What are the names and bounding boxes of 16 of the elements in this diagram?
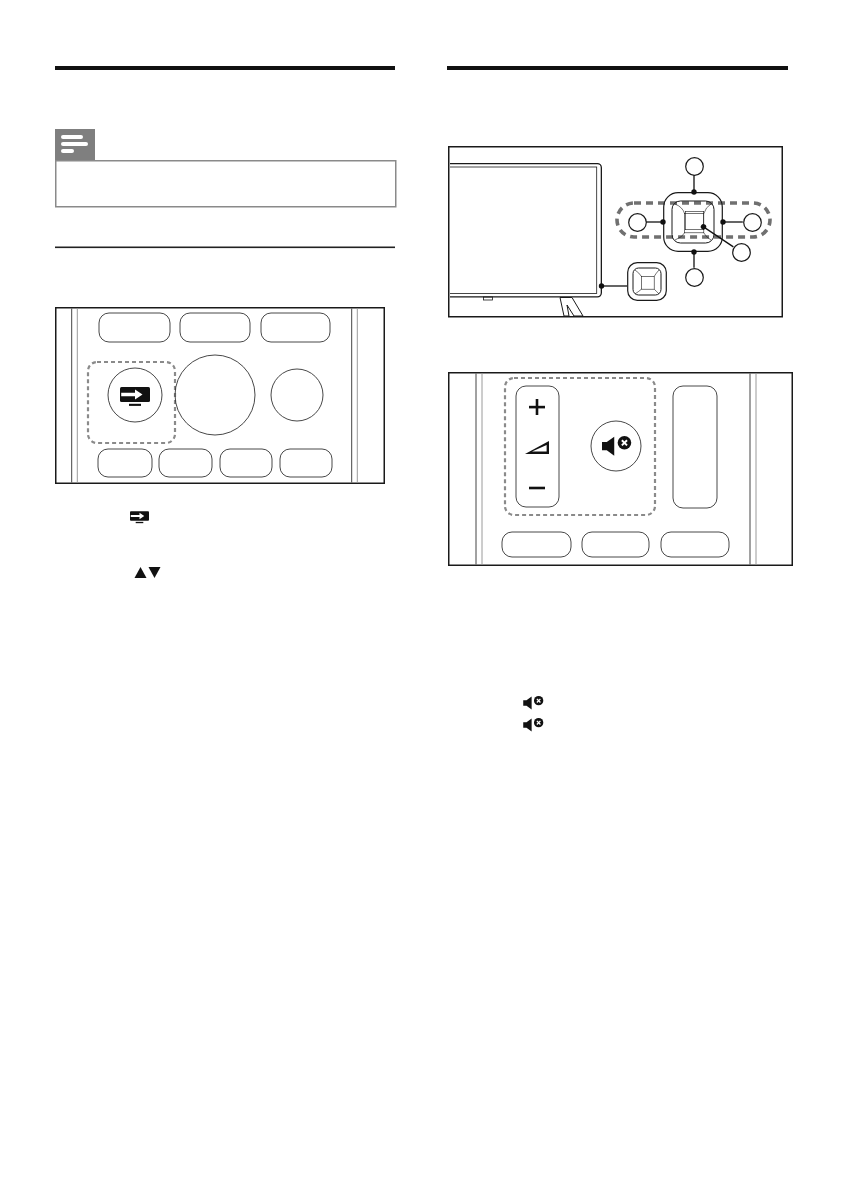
callout-circle xyxy=(731,242,751,262)
joystick-drawing xyxy=(627,262,667,301)
center-button xyxy=(684,211,704,230)
leader-line xyxy=(691,249,697,269)
callout-circle xyxy=(684,267,704,287)
tv-drawing xyxy=(449,163,602,301)
joystick-drawing xyxy=(663,192,723,252)
leader-line xyxy=(645,219,666,225)
leader-line xyxy=(691,174,697,195)
callout-circle xyxy=(684,156,704,176)
leader-line xyxy=(700,224,734,248)
leader-line xyxy=(598,283,628,289)
callout-circle xyxy=(627,212,647,232)
leader-line xyxy=(720,219,744,225)
note-box xyxy=(55,160,397,208)
callout-circle xyxy=(742,212,762,232)
